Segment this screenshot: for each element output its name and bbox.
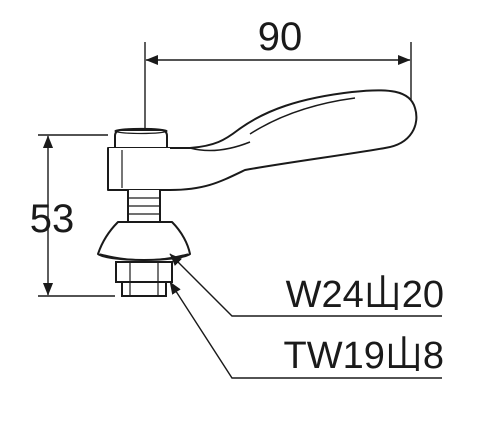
leader-lower — [169, 281, 442, 379]
width-dimension — [144, 42, 412, 140]
leader-upper — [169, 253, 442, 317]
spindle-cap — [114, 127, 168, 149]
leader-lines — [169, 253, 442, 379]
width-label: 90 — [258, 15, 303, 59]
bonnet-cone — [97, 221, 191, 261]
thread-nut — [115, 261, 173, 297]
height-dimension — [38, 134, 115, 297]
height-label: 53 — [30, 197, 75, 241]
lever-inner-edge — [189, 141, 251, 152]
handle-lever — [107, 89, 418, 191]
handle-body — [107, 148, 170, 191]
stem — [127, 190, 161, 223]
lever-inner-highlight — [249, 97, 356, 135]
thread-callout-upper: W24山20 — [286, 274, 444, 316]
thread-callout-lower: TW19山8 — [284, 335, 444, 377]
lever-outline — [107, 89, 418, 191]
